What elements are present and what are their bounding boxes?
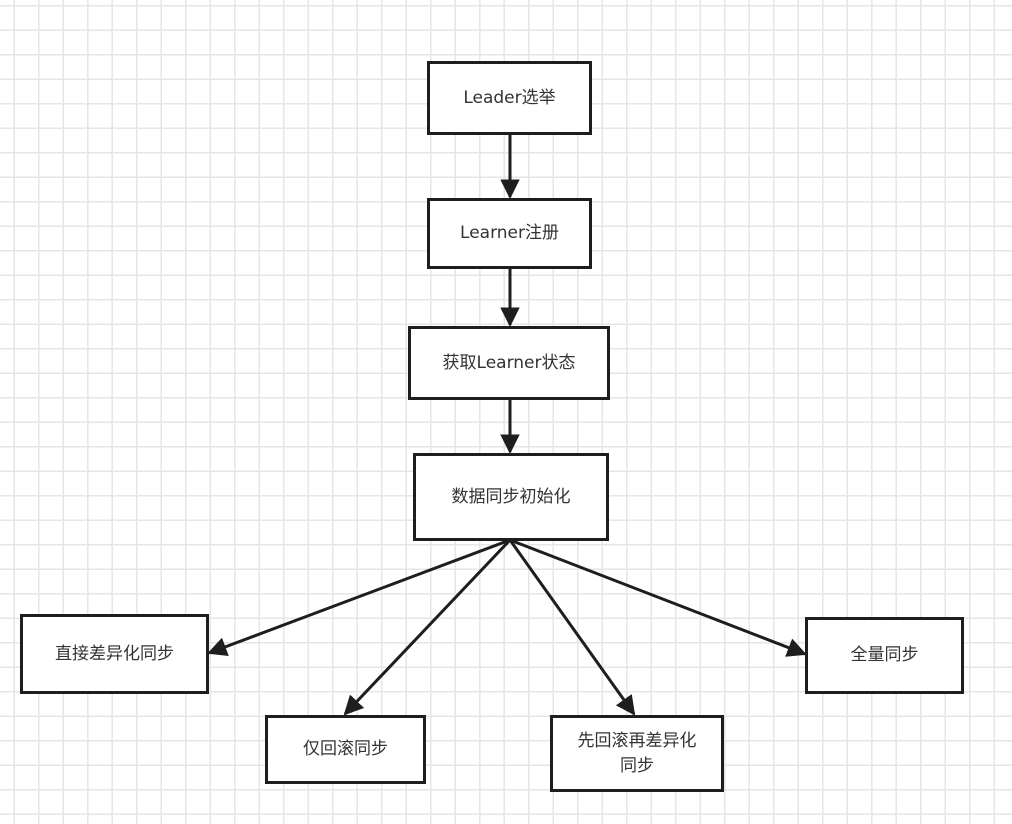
edge-sync-init-to-rollback-then-diff[interactable] xyxy=(508,539,636,716)
node-get-learner-state[interactable]: 获取Learner状态 xyxy=(408,326,610,400)
node-label: 获取Learner状态 xyxy=(442,352,576,373)
node-full-sync[interactable]: 全量同步 xyxy=(805,617,964,694)
node-label: Leader选举 xyxy=(463,87,556,108)
node-label: 全量同步 xyxy=(850,645,919,666)
node-leader-election[interactable]: Leader选举 xyxy=(427,61,592,135)
node-label: 先回滚再差异化同步 xyxy=(577,730,697,776)
node-direct-diff-sync[interactable]: 直接差异化同步 xyxy=(20,614,209,694)
node-data-sync-init[interactable]: 数据同步初始化 xyxy=(413,453,609,541)
node-rollback-then-diff-sync[interactable]: 先回滚再差异化同步 xyxy=(550,715,724,792)
edge-sync-init-to-full[interactable] xyxy=(509,538,807,657)
node-label: Learner注册 xyxy=(460,223,559,244)
node-label: 直接差异化同步 xyxy=(55,643,174,664)
edge-sync-init-to-direct-diff[interactable] xyxy=(207,538,511,656)
node-rollback-only-sync[interactable]: 仅回滚同步 xyxy=(265,715,426,784)
edge-sync-init-to-rollback-only[interactable] xyxy=(343,538,512,716)
node-learner-register[interactable]: Learner注册 xyxy=(427,198,592,269)
node-label: 数据同步初始化 xyxy=(451,486,571,507)
node-label: 仅回滚同步 xyxy=(303,739,388,760)
